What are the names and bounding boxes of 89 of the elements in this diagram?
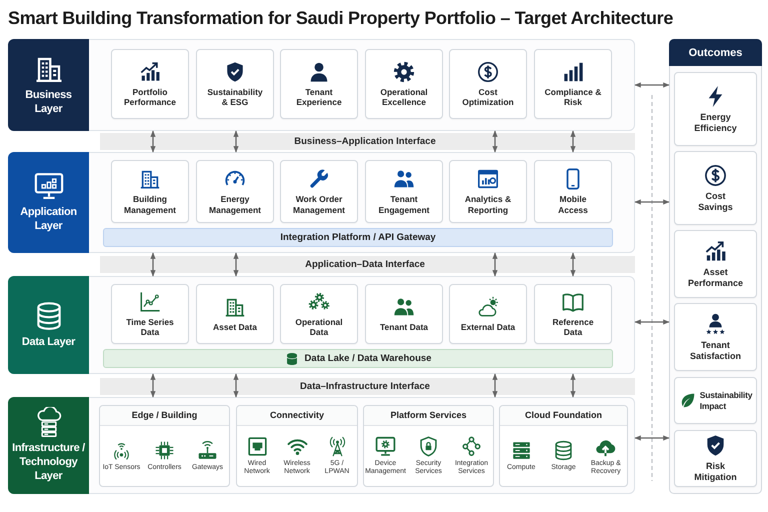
- card-label: Tenant Satisfaction: [690, 340, 741, 362]
- outcome-card: [674, 430, 757, 487]
- card-label: Asset Performance: [688, 266, 744, 288]
- card-label: Asset Data: [213, 322, 257, 332]
- integration-bar: Integration Platform / API Gateway: [103, 228, 613, 247]
- card-label: Sustainability Impact: [700, 390, 752, 411]
- group-heading: Edge / Building: [100, 406, 229, 426]
- double-arrow: [492, 373, 498, 398]
- outcome-card: [674, 303, 757, 371]
- layer-title: Data Layer: [20, 336, 76, 350]
- interface-band: Business–Application Interface: [244, 133, 486, 150]
- group-heading: Platform Services: [364, 406, 493, 426]
- service-group-panel: [499, 405, 628, 487]
- interface-band: Data–Infrastructure Interface: [244, 378, 486, 395]
- card-label: Compliance & Risk: [544, 86, 602, 108]
- capability-card: [196, 284, 274, 344]
- capability-card: [365, 49, 443, 119]
- capability-card: [365, 160, 443, 223]
- card-label: Tenant Experience: [295, 86, 343, 108]
- interface-band: Application–Data Interface: [244, 256, 486, 273]
- double-arrow: [233, 373, 239, 398]
- capability-card: [534, 284, 612, 344]
- double-arrow: [492, 130, 498, 153]
- layer-panel: [8, 276, 635, 374]
- double-arrow: [570, 252, 576, 277]
- column-header: Outcomes: [669, 39, 762, 66]
- card-label: Building Management: [123, 194, 177, 215]
- double-arrow: [150, 373, 156, 398]
- outcome-card: [674, 377, 757, 424]
- service-group-panel: [236, 405, 358, 487]
- outcome-card: [674, 230, 757, 298]
- card-label: Analytics & Reporting: [464, 194, 512, 215]
- layer-panel: [8, 397, 635, 494]
- card-label: Portfolio Performance: [123, 86, 177, 108]
- double-arrow: [150, 130, 156, 153]
- capability-card: [111, 284, 189, 344]
- capability-card: [534, 160, 612, 223]
- card-label: Tenant Data: [380, 322, 428, 332]
- double-arrow: [634, 199, 670, 205]
- card-label: Energy Management: [208, 194, 262, 215]
- card-label: Cost Savings: [698, 190, 733, 212]
- card-label: Work Order Management: [292, 194, 346, 215]
- card-label: Risk Mitigation: [694, 461, 737, 483]
- capability-card: [196, 160, 274, 223]
- capability-card: [449, 160, 527, 223]
- double-arrow: [570, 130, 576, 153]
- double-arrow: [634, 319, 670, 325]
- capability-card: [365, 284, 443, 344]
- double-arrow: [634, 435, 670, 441]
- capability-card: [111, 49, 189, 119]
- capability-card: [111, 160, 189, 223]
- card-label: Reference Data: [551, 316, 595, 338]
- card-label: Operational Excellence: [379, 86, 429, 108]
- double-arrow: [233, 130, 239, 153]
- capability-card: [534, 49, 612, 119]
- double-arrow: [150, 252, 156, 277]
- card-label: External Data: [460, 322, 516, 332]
- layer-panel: [8, 152, 635, 253]
- outcomes-panel: [669, 39, 762, 494]
- bar-label: Data Lake / Data Warehouse: [304, 353, 432, 364]
- service-group-panel: [363, 405, 494, 487]
- double-arrow: [570, 373, 576, 398]
- capability-card: [280, 49, 358, 119]
- card-label: Time Series Data: [125, 316, 175, 338]
- double-arrow: [233, 252, 239, 277]
- outcome-card: [674, 72, 757, 146]
- layer-title: Infrastructure / Technology Layer: [11, 442, 86, 484]
- capability-card: [280, 160, 358, 223]
- layer-panel: [8, 39, 635, 131]
- capability-card: [449, 284, 527, 344]
- outcome-card: [674, 151, 757, 225]
- group-heading: Connectivity: [237, 406, 357, 426]
- card-label: Operational Data: [294, 316, 344, 338]
- group-heading: Cloud Foundation: [500, 406, 627, 426]
- capability-card: [449, 49, 527, 119]
- capability-card: [196, 49, 274, 119]
- card-label: Sustainability & ESG: [206, 86, 264, 108]
- layer-title: Application Layer: [19, 206, 78, 234]
- data-lake-bar: [103, 349, 613, 368]
- card-label: Mobile Access: [557, 194, 589, 215]
- double-arrow: [634, 82, 670, 88]
- capability-card: [280, 284, 358, 344]
- double-arrow: [492, 252, 498, 277]
- layer-title: Business Layer: [24, 88, 73, 116]
- card-label: Energy Efficiency: [694, 112, 737, 134]
- diagram-title: Smart Building Transformation for Saudi Property Portfolio – Target Architecture: [8, 8, 674, 29]
- card-label: Tenant Engagement: [377, 194, 430, 215]
- card-label: Cost Optimization: [461, 86, 515, 108]
- service-group-panel: [99, 405, 230, 487]
